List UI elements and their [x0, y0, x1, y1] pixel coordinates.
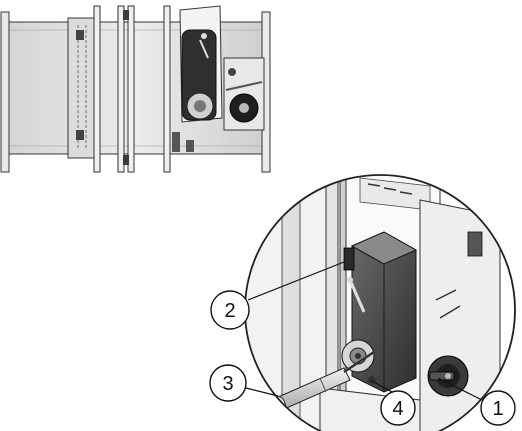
callout-1: 1 [437, 377, 516, 426]
callout-3-label: 3 [222, 373, 233, 395]
connecting-frame-left [67, 5, 101, 173]
callout-4-label: 4 [392, 398, 403, 420]
actuator-side-rail [163, 5, 171, 173]
actuator-housing-overview [172, 5, 265, 152]
callout-1-label: 1 [492, 398, 503, 420]
overview-drawing [0, 5, 271, 173]
left-end-flange [0, 11, 10, 173]
callout-3: 3 [209, 364, 279, 402]
detail-view [244, 174, 516, 431]
connecting-frame-center [117, 5, 135, 173]
callout-2-label: 2 [224, 300, 235, 322]
callout-4: 4 [369, 379, 416, 426]
callout-2: 2 [210, 261, 345, 330]
drive-knob [427, 355, 469, 397]
